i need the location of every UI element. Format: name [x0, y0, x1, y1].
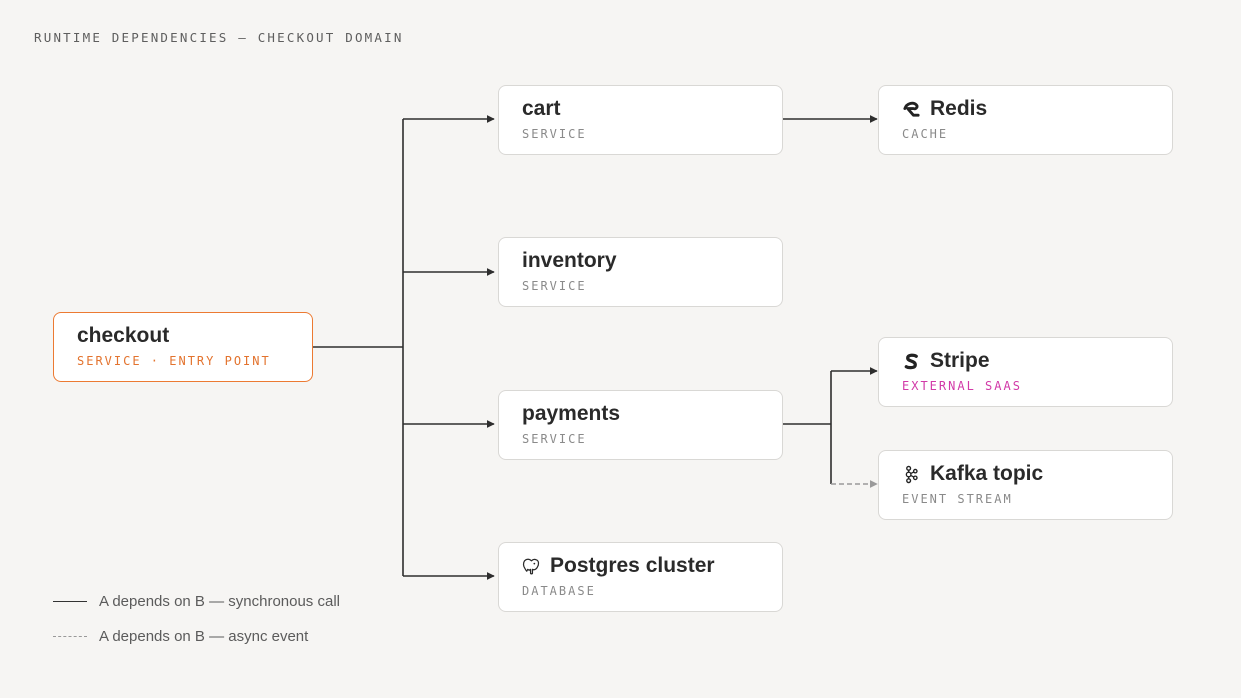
edge-payments-trunk — [783, 371, 832, 484]
legend-sync-label: A depends on B — synchronous call — [99, 593, 340, 610]
legend-async: A depends on B — async event — [53, 628, 308, 645]
node-name: checkout — [77, 324, 170, 347]
node-kafka[interactable]: Kafka topic EVENT STREAM — [878, 450, 1173, 520]
node-name: payments — [522, 402, 621, 425]
diagram-title: RUNTIME DEPENDENCIES — CHECKOUT DOMAIN — [34, 30, 404, 45]
node-redis[interactable]: Redis CACHE — [878, 85, 1173, 155]
node-kind: SERVICE — [522, 279, 587, 293]
node-name: inventory — [522, 249, 617, 272]
redis-icon — [903, 101, 920, 117]
node-kind: SERVICE · ENTRY POINT — [77, 354, 271, 368]
stripe-icon — [904, 353, 918, 369]
node-name: Redis — [930, 97, 988, 120]
node-cart[interactable]: cart SERVICE — [498, 85, 783, 155]
node-postgres[interactable]: Postgres cluster DATABASE — [498, 542, 783, 612]
kafka-icon — [905, 465, 918, 483]
node-name: Stripe — [930, 349, 990, 372]
node-kind: CACHE — [902, 127, 949, 141]
node-checkout[interactable]: checkout SERVICE · ENTRY POINT — [53, 312, 313, 382]
node-kind: SERVICE — [522, 432, 587, 446]
node-kind: EVENT STREAM — [902, 492, 1013, 506]
node-kind: DATABASE — [522, 584, 596, 598]
node-kind: EXTERNAL SAAS — [902, 379, 1022, 393]
node-inventory[interactable]: inventory SERVICE — [498, 237, 783, 307]
node-payments[interactable]: payments SERVICE — [498, 390, 783, 460]
legend-async-label: A depends on B — async event — [99, 628, 309, 645]
solid-line-swatch — [53, 601, 87, 602]
dashed-line-swatch — [53, 636, 87, 637]
postgres-elephant-icon — [522, 558, 540, 574]
node-name: Kafka topic — [930, 462, 1044, 485]
legend-sync: A depends on B — synchronous call — [53, 593, 340, 610]
node-name: Postgres cluster — [550, 554, 715, 577]
node-stripe[interactable]: Stripe EXTERNAL SAAS — [878, 337, 1173, 407]
edge-checkout-trunk — [313, 119, 404, 576]
node-kind: SERVICE — [522, 127, 587, 141]
node-name: cart — [522, 97, 561, 120]
